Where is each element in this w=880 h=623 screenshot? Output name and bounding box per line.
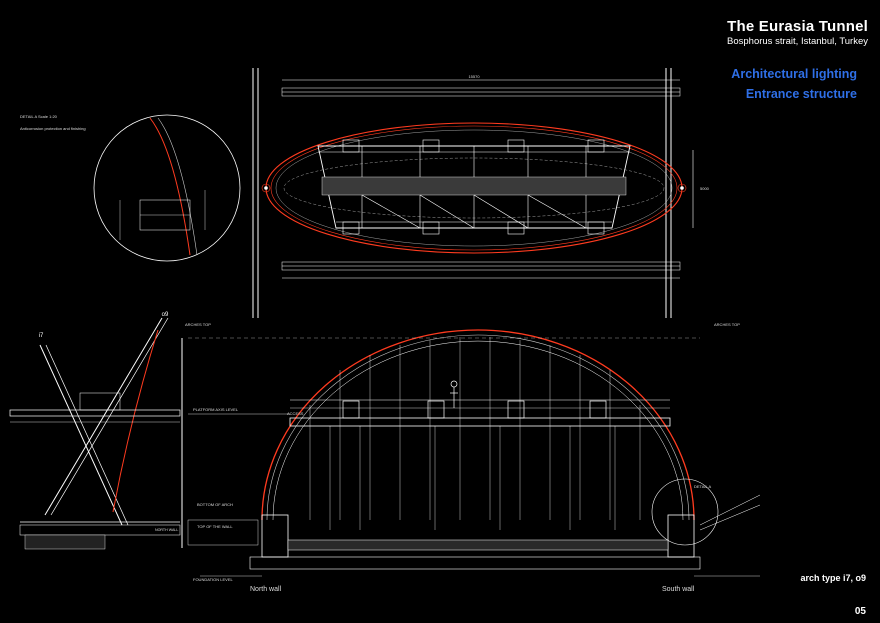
page-number: 05 — [854, 606, 866, 617]
level-foundation: FOUNDATION LEVEL — [193, 577, 233, 582]
arch-type-label: arch type i7, o9 — [800, 573, 866, 583]
plan-drawing — [252, 68, 694, 318]
level-arches-top-left: ARCHES TOP — [185, 322, 211, 327]
label-i7: i7 — [39, 333, 44, 339]
arch-section-drawing — [187, 329, 761, 577]
plan-dimension-height: 5000 — [700, 186, 710, 191]
detail-a-title: DETAIL A Scale 1:20 — [20, 114, 57, 119]
subtitle-structure: Entrance structure — [745, 87, 857, 101]
subtitle-lighting: Architectural lighting — [731, 67, 857, 81]
level-top-of-wall: TOP OF THE WALL — [197, 524, 233, 529]
side-section-drawing — [9, 317, 183, 550]
detail-a-label: DETAIL A — [694, 484, 712, 489]
page-title: The Eurasia Tunnel — [727, 18, 868, 35]
corrosion-note: Anticorrosion protection and finishing — [20, 126, 86, 131]
project-location: Bosphorus strait, Istanbul, Turkey — [727, 36, 868, 47]
level-arches-top-right: ARCHES TOP — [714, 322, 740, 327]
title-block: The Eurasia Tunnel Bosphorus strait, Ist… — [727, 18, 868, 47]
level-platform-axis: PLATFORM AXIS LEVEL — [193, 407, 239, 412]
north-wall-side-label: NORTH WALL — [155, 528, 179, 532]
plan-dimension-total: 15570 — [468, 74, 480, 79]
level-bottom-of-arch: BOTTOM OF ARCH — [197, 502, 233, 507]
detail-a-callout — [93, 114, 241, 262]
label-o9: o9 — [162, 312, 169, 318]
north-wall-label: North wall — [250, 586, 282, 593]
south-wall-label: South wall — [662, 586, 695, 593]
label-access: ACCESS — [287, 411, 304, 416]
